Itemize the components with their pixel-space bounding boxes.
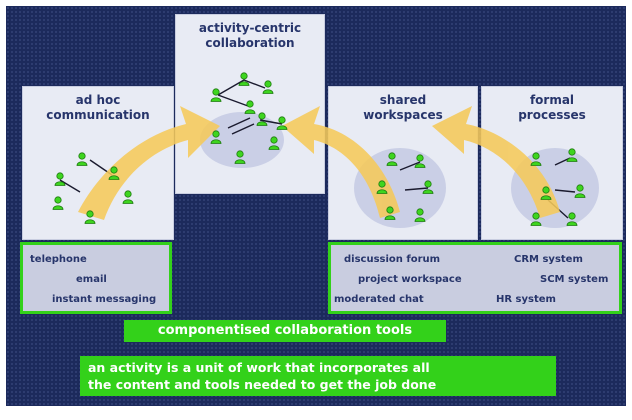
activity-definition-banner: an activity is a unit of work that incor… — [80, 356, 556, 396]
person-icon — [238, 72, 250, 86]
adhoc-tools-strip — [20, 242, 172, 314]
arrow-formal-to-shared — [432, 106, 560, 218]
adhoc-communication-title: ad hoc communication — [46, 93, 150, 122]
person-icon — [54, 172, 66, 186]
shared-workspaces-title: shared workspaces — [363, 93, 443, 122]
person-icon — [122, 190, 134, 204]
formal-processes-title: formal processes — [518, 93, 586, 122]
tool-discussion-forum: discussion forum — [344, 254, 441, 265]
person-icon — [244, 100, 256, 114]
curved-arrows — [78, 106, 560, 220]
tool-moderated-chat: moderated chat — [334, 294, 424, 305]
tool-project-workspace: project workspace — [358, 274, 462, 285]
activity-centric-title: activity-centric collaboration — [198, 21, 302, 50]
tool-crm-system: CRM system — [514, 254, 583, 265]
arrow-shared-to-activity — [282, 106, 400, 218]
structured-tools-strip — [328, 242, 622, 314]
tool-scm-system: SCM system — [540, 274, 609, 285]
activity-cluster-ellipse — [200, 112, 284, 168]
person-icon — [76, 152, 88, 166]
componentised-tools-banner: componentised collaboration tools — [124, 320, 446, 342]
tool-instant-messaging: instant messaging — [52, 294, 157, 305]
tool-email: email — [76, 274, 107, 285]
tool-hr-system: HR system — [496, 294, 556, 305]
tool-telephone: telephone — [30, 254, 87, 265]
arrow-adhoc-to-activity — [78, 106, 220, 220]
person-icon — [52, 196, 64, 210]
connection-lines — [59, 79, 576, 219]
